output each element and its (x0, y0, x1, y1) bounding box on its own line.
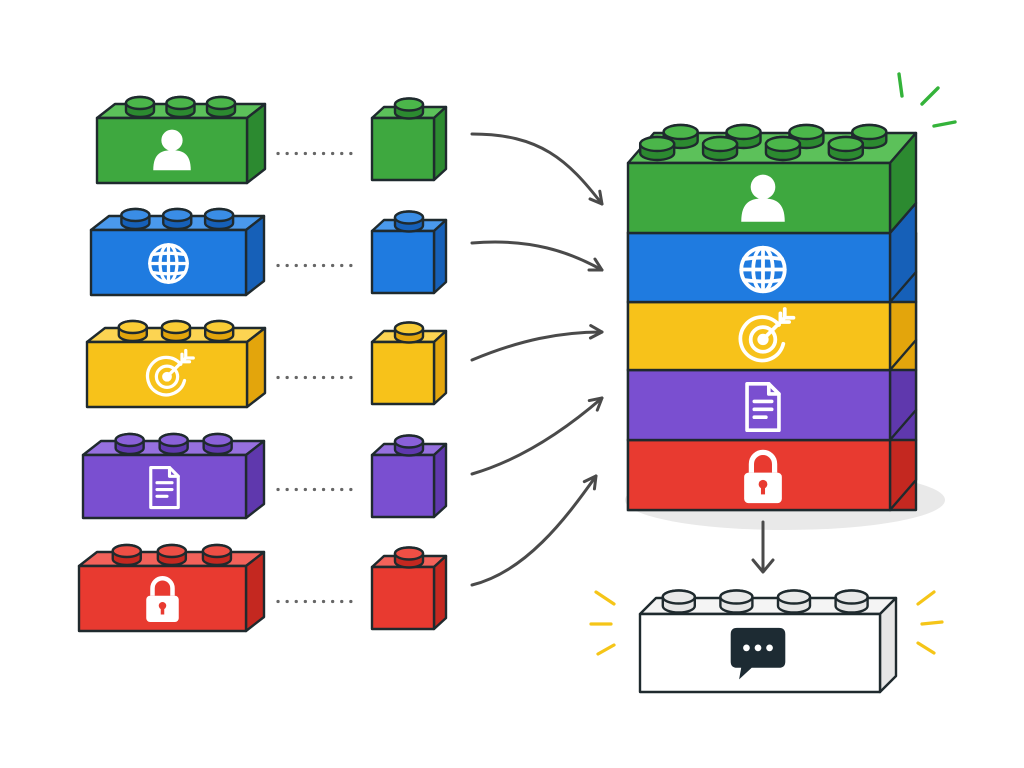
stud (205, 95, 237, 119)
stud (661, 589, 696, 614)
small-block-globe (370, 210, 448, 295)
arrow-globe (470, 240, 604, 272)
lock-icon (146, 576, 179, 622)
small-block-lock (370, 546, 448, 631)
target-icon (738, 307, 796, 363)
stud (114, 432, 145, 456)
stud (827, 135, 865, 162)
small-block-column (370, 97, 448, 631)
stud (162, 207, 193, 231)
tower-layer-globe (626, 201, 918, 304)
left-module-column (77, 95, 267, 633)
sparkle-lines-top (897, 72, 957, 128)
stud (393, 434, 425, 457)
stud (393, 321, 425, 344)
module-brick-document (81, 432, 266, 520)
document-icon (745, 381, 781, 433)
lock-icon (744, 449, 782, 504)
stud (160, 319, 192, 343)
stud (203, 207, 235, 231)
stud (393, 546, 425, 569)
stud (393, 97, 425, 120)
stud (701, 135, 739, 162)
document-icon (149, 465, 180, 510)
arrow-target (470, 324, 604, 362)
module-brick-globe (89, 207, 266, 297)
stud (158, 432, 189, 456)
merge-arrows (470, 132, 604, 587)
stud (111, 543, 142, 567)
module-brick-target (85, 319, 267, 409)
stud (203, 319, 235, 343)
stacked-tower (625, 123, 945, 530)
globe-icon (739, 245, 787, 294)
chat-bubble-icon (730, 627, 786, 680)
stud (117, 319, 149, 343)
stud (776, 589, 812, 614)
stud (165, 95, 196, 119)
small-block-document (370, 434, 448, 519)
stud (393, 210, 425, 233)
module-brick-user (95, 95, 267, 185)
arrow-user (470, 132, 604, 206)
small-block-target (370, 321, 448, 406)
stud (120, 207, 151, 231)
stud (124, 95, 156, 119)
stud (202, 432, 233, 456)
tower-layer-user (626, 123, 918, 235)
stud (719, 589, 754, 614)
small-block-user (370, 97, 448, 182)
stud (156, 543, 188, 567)
stud (638, 135, 676, 162)
stud (834, 589, 869, 614)
stud (201, 543, 233, 567)
sparkle-lines-output (589, 590, 944, 656)
user-icon (153, 129, 191, 171)
user-icon (741, 174, 785, 222)
stud (764, 135, 802, 162)
arrow-lock (470, 474, 598, 587)
output-brick (638, 589, 898, 694)
globe-icon (148, 243, 189, 284)
down-arrow (751, 520, 775, 574)
arrow-document (470, 396, 604, 476)
target-icon (145, 348, 195, 397)
module-brick-lock (77, 543, 266, 633)
dotted-connectors (276, 151, 360, 604)
